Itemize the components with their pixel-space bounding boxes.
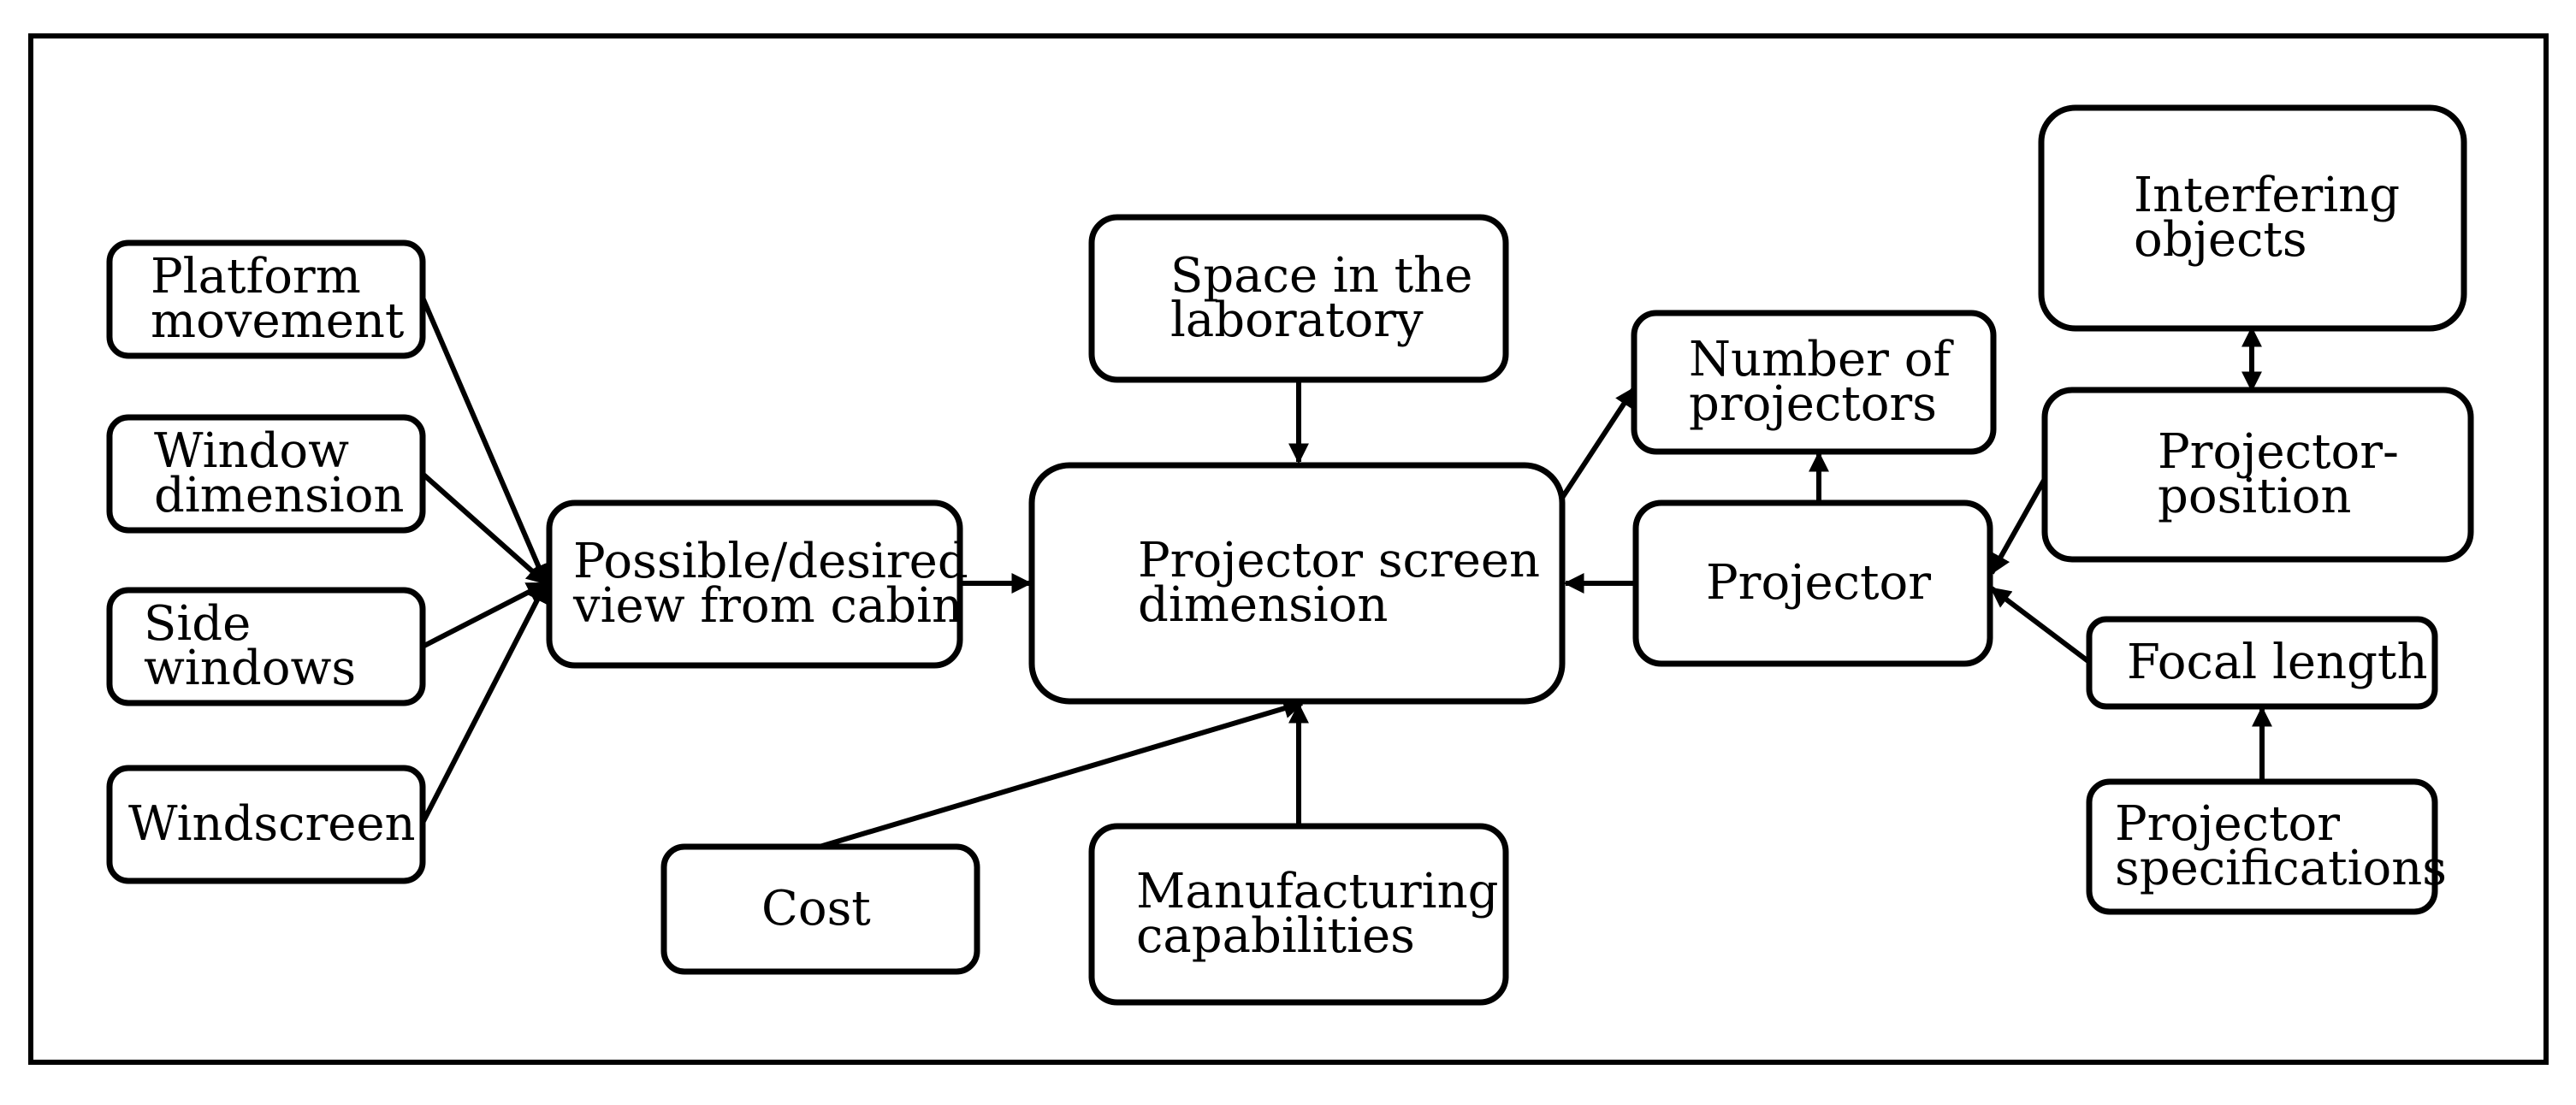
node-label-line: Focal length (2127, 635, 2428, 690)
node-box (1088, 214, 1509, 383)
edge-projector-position-to-projector (1989, 477, 2047, 576)
edge-side-windows-to-view-from-cabin (421, 581, 548, 649)
node-box (106, 239, 426, 359)
node-label-line: Platform (151, 249, 361, 304)
edge-cost-to-projector-screen-dimension (819, 698, 1305, 849)
node-label-line: Projector (2115, 796, 2340, 852)
node-projector: Projector (1632, 499, 1993, 667)
node-windscreen: Windscreen (106, 765, 426, 884)
node-cost: Cost (660, 843, 980, 975)
node-box (2086, 778, 2438, 915)
edge-windscreen-to-view-from-cabin (420, 581, 548, 824)
edge-window-dimension-to-view-from-cabin (421, 471, 548, 586)
node-label-line: Possible/desired (573, 534, 968, 589)
node-label-line: Window (154, 423, 349, 479)
node-box (546, 499, 963, 669)
node-label-line: Projector screen (1138, 533, 1540, 588)
node-focal-length: Focal length (2086, 616, 2438, 710)
node-label-line: Cost (761, 881, 871, 937)
node-label-line: view from cabin (572, 578, 962, 634)
node-box (660, 843, 980, 975)
node-label-line: Projector (1706, 555, 1931, 611)
node-box (1631, 310, 1997, 455)
node-box (1632, 499, 1993, 667)
node-label-line: Space in the (1170, 248, 1472, 304)
edge-platform-movement-to-view-from-cabin (420, 296, 548, 586)
node-box (1028, 462, 1566, 705)
node-label-line: objects (2134, 212, 2307, 268)
node-label-line: Side (144, 596, 251, 652)
node-label-line: Projector- (2158, 424, 2399, 480)
node-label-line: capabilities (1136, 908, 1415, 964)
node-box (2086, 616, 2438, 710)
edge-projector-screen-dimension-to-number-of-projectors (1560, 386, 1637, 499)
node-box (106, 414, 426, 534)
node-label-line: windows (144, 641, 356, 696)
node-box (106, 587, 426, 706)
node-box (2041, 387, 2474, 563)
node-label-line: dimension (1138, 577, 1389, 633)
node-label-line: laboratory (1170, 292, 1424, 348)
node-projector-position: Projector-position (2041, 387, 2474, 563)
node-label-line: position (2158, 469, 2351, 524)
node-label-line: Windscreen (128, 796, 416, 852)
diagram-frame (28, 33, 2549, 1065)
node-label-line: projectors (1689, 376, 1937, 432)
node-label-line: Number of (1689, 332, 1954, 387)
edges-layer (420, 296, 2272, 849)
node-box (106, 765, 426, 884)
node-box (2038, 104, 2467, 332)
node-box (1088, 823, 1509, 1006)
node-label-line: movement (151, 293, 405, 349)
node-label-line: Manufacturing (1136, 864, 1499, 919)
edge-focal-length-to-projector (1990, 586, 2091, 665)
nodes-layer: PlatformmovementWindowdimensionSidewindo… (106, 104, 2474, 1006)
node-label-line: specifications (2115, 841, 2447, 896)
node-label-line: dimension (154, 468, 405, 523)
node-label-line: Interfering (2134, 168, 2400, 223)
